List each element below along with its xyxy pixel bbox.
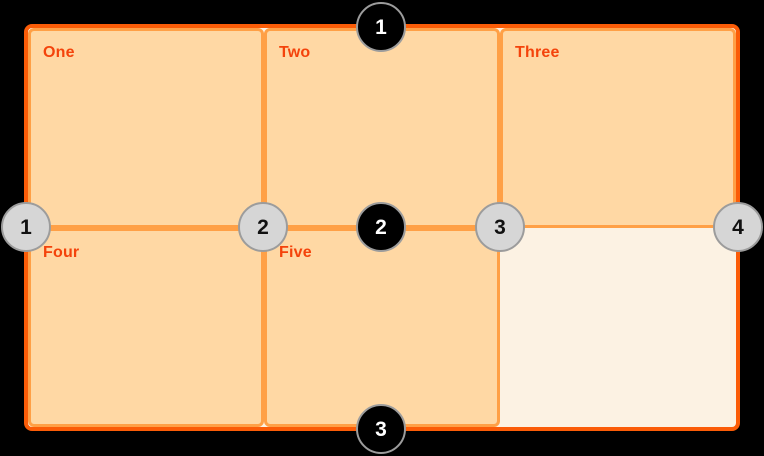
grid-cell-four: Four <box>28 227 264 427</box>
cell-label-two: Two <box>279 44 311 61</box>
row-line-marker-2: 2 <box>356 202 406 252</box>
grid-cell-two: Two <box>264 28 500 228</box>
grid-cell-one: One <box>28 28 264 228</box>
row-line-marker-3: 3 <box>356 404 406 454</box>
cell-label-four: Four <box>43 243 80 261</box>
cell-label-three: Three <box>515 44 560 61</box>
cell-label-one: One <box>43 44 75 61</box>
row-line-marker-1: 1 <box>356 2 406 52</box>
column-line-marker-3: 3 <box>475 202 525 252</box>
cell-label-five: Five <box>279 243 312 261</box>
grid-container: One Two Three Four Five <box>24 24 740 431</box>
column-line-marker-4: 4 <box>713 202 763 252</box>
grid-cell-five: Five <box>264 227 500 427</box>
grid-cell-three: Three <box>500 28 736 228</box>
column-line-marker-1: 1 <box>1 202 51 252</box>
column-line-marker-2: 2 <box>238 202 288 252</box>
